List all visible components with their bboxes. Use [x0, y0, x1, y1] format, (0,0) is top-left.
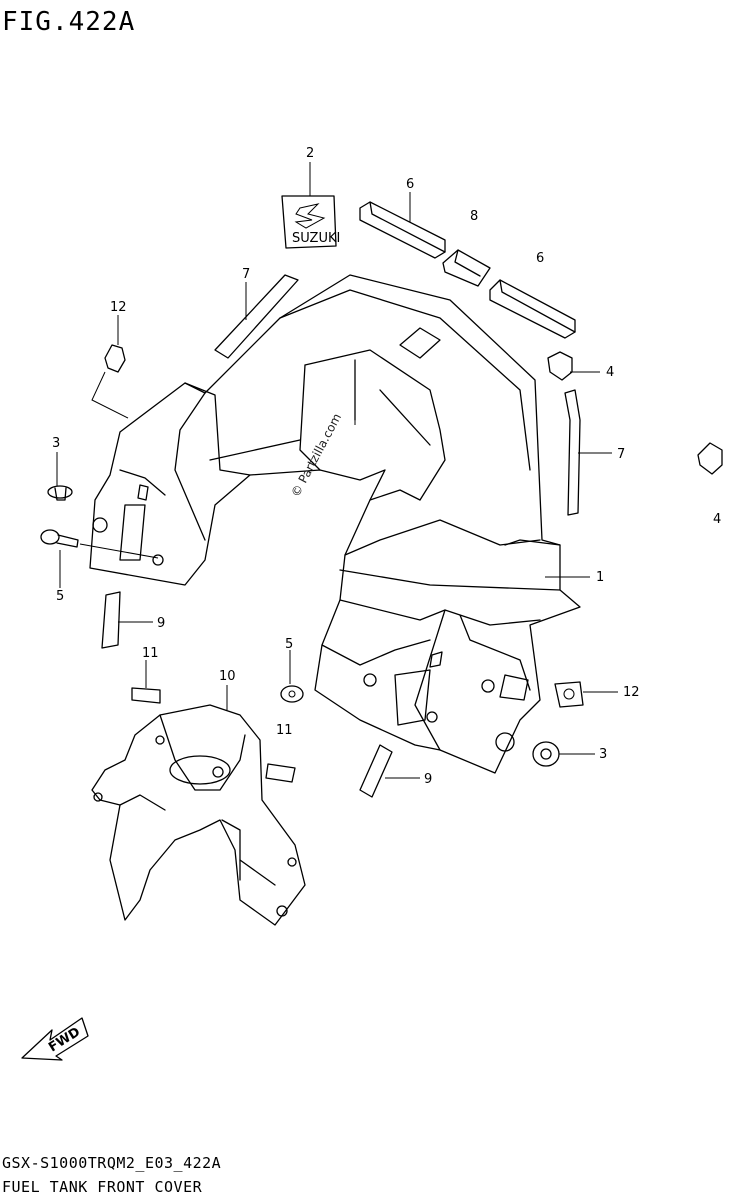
part-7-strip-right[interactable]: [564, 389, 581, 516]
part-4-clip-upper[interactable]: [547, 351, 573, 381]
callout-12-right: 12: [623, 685, 640, 700]
part-12-nut-right[interactable]: [554, 681, 584, 708]
part-11-pad-upper[interactable]: [131, 687, 161, 704]
part-3-grommet-left[interactable]: [47, 485, 73, 501]
callout-6-lower: 6: [536, 251, 544, 266]
callout-labels: 2 6 8 6 7 12 4 3 7 4 1 5 9 5 11 10 12 11…: [52, 146, 721, 787]
callout-9-right: 9: [424, 772, 432, 787]
part-7-strip-left[interactable]: [214, 274, 299, 359]
part-8-cushion[interactable]: [442, 249, 491, 287]
part-10-inner-cover[interactable]: [91, 704, 306, 926]
callout-11-upper: 11: [142, 646, 159, 661]
part-5-bolt-center[interactable]: [280, 685, 304, 703]
callout-3-right: 3: [599, 747, 607, 762]
callout-12-left: 12: [110, 300, 127, 315]
part-6-cushion-upper[interactable]: [359, 201, 446, 259]
callout-4-upper: 4: [606, 365, 614, 380]
callout-8: 8: [470, 209, 478, 224]
callout-11-lower: 11: [276, 723, 293, 738]
footer-description: FUEL TANK FRONT COVER: [2, 1178, 203, 1196]
callout-3-left: 3: [52, 436, 60, 451]
callout-5-left: 5: [56, 589, 64, 604]
fwd-arrow-icon: FWD: [21, 1017, 89, 1061]
part-5-bolt-left[interactable]: [40, 529, 79, 548]
callout-7-right: 7: [617, 447, 625, 462]
callout-6-upper: 6: [406, 177, 414, 192]
callout-7-left: 7: [242, 267, 250, 282]
callout-1: 1: [596, 570, 604, 585]
part-9-pad-left[interactable]: [101, 591, 121, 649]
part-1-front-cover[interactable]: [89, 274, 581, 774]
callout-5-center: 5: [285, 637, 293, 652]
callout-2: 2: [306, 146, 314, 161]
part-4-clip-lone[interactable]: [697, 442, 723, 475]
callout-10: 10: [219, 669, 236, 684]
footer-model-code: GSX-S1000TRQM2_E03_422A: [2, 1154, 221, 1172]
part-12-nut-left[interactable]: [104, 344, 126, 373]
part-3-grommet-right[interactable]: [532, 741, 560, 767]
part-6-cushion-lower[interactable]: [489, 279, 576, 339]
callout-9-left: 9: [157, 616, 165, 631]
leader-lines: [56, 162, 618, 779]
part-11-pad-lower[interactable]: [265, 763, 296, 783]
figure-title: FIG.422A: [2, 7, 135, 37]
part-2-emblem[interactable]: SUZUKI: [281, 195, 340, 249]
part-9-pad-right[interactable]: [359, 744, 393, 798]
callout-4-lone: 4: [713, 512, 721, 527]
emblem-logo-text: SUZUKI: [292, 231, 340, 246]
